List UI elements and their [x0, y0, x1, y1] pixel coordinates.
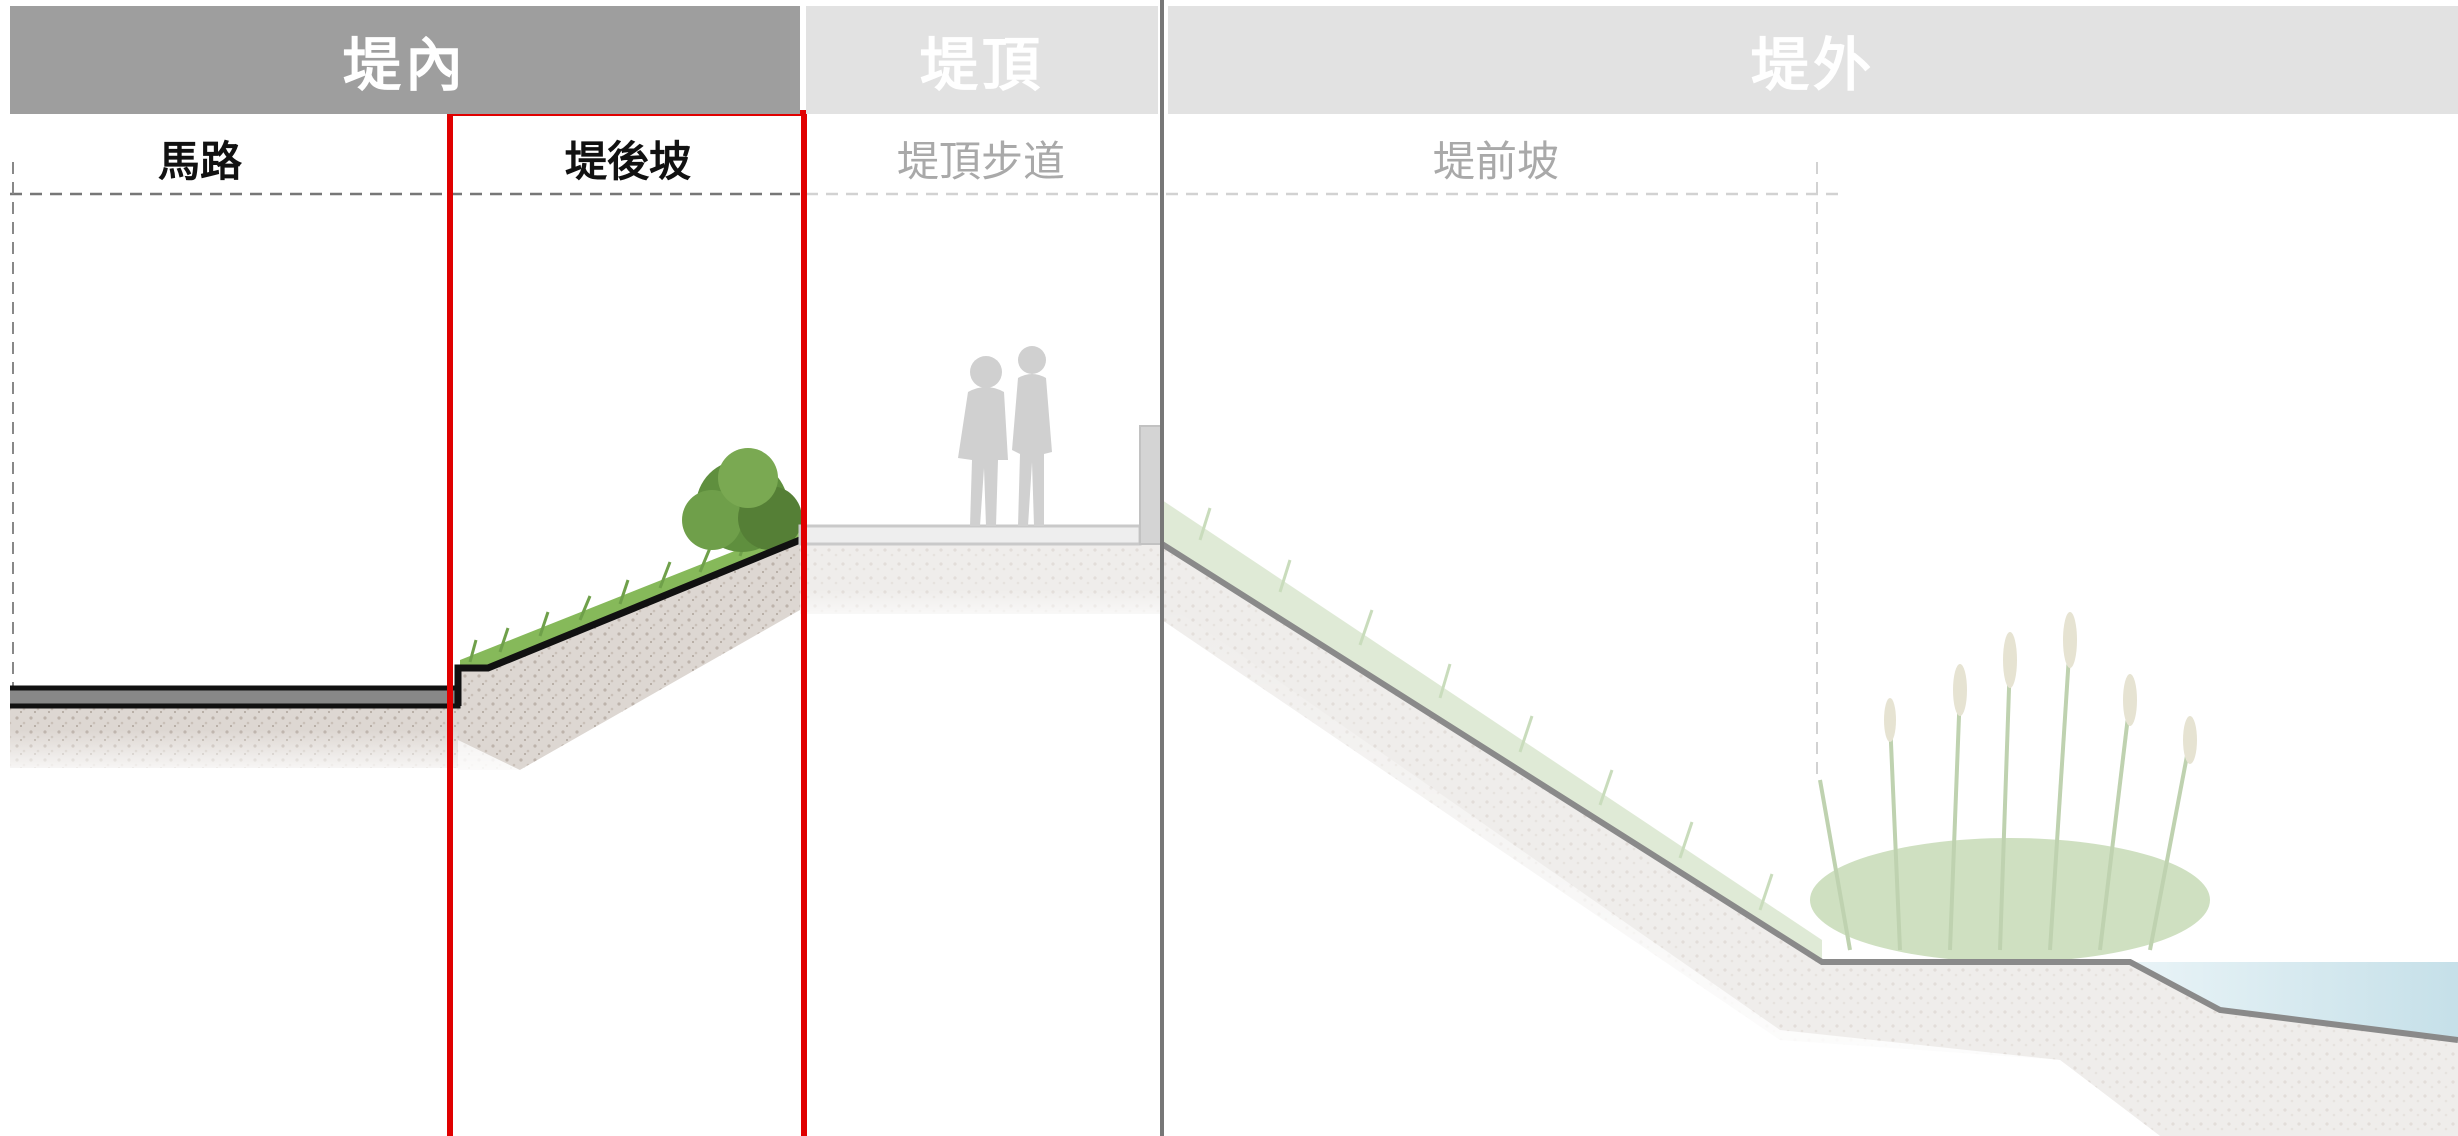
sub-label-back-slope: 堤後坡 — [565, 137, 692, 186]
grass-back-slope — [460, 515, 800, 666]
zone-label-outer: 堤外 — [1750, 31, 1875, 99]
grass-front-slope — [1162, 500, 1822, 962]
tree-icon — [682, 448, 802, 552]
zone-header-outer: 堤外 — [1168, 6, 2458, 114]
sub-label-crest-walkway: 堤頂步道 — [897, 137, 1066, 186]
zone-label-inner: 堤內 — [342, 31, 467, 99]
crest-section — [798, 346, 1163, 630]
zone-header-inner: 堤內 — [10, 6, 800, 114]
dashed-guides — [10, 162, 1840, 780]
reeds-icon — [1810, 612, 2210, 962]
sub-label-road: 馬路 — [158, 137, 243, 186]
outer-section — [1160, 500, 2458, 1136]
sub-label-front-slope: 堤前坡 — [1433, 137, 1560, 186]
people-silhouette-icon — [958, 346, 1052, 526]
water-area — [2130, 962, 2458, 1040]
inner-section — [10, 448, 802, 790]
outer-section-line — [1160, 541, 2458, 1043]
zone-header-crest: 堤頂 — [806, 6, 1158, 114]
zone-label-crest: 堤頂 — [919, 31, 1044, 99]
